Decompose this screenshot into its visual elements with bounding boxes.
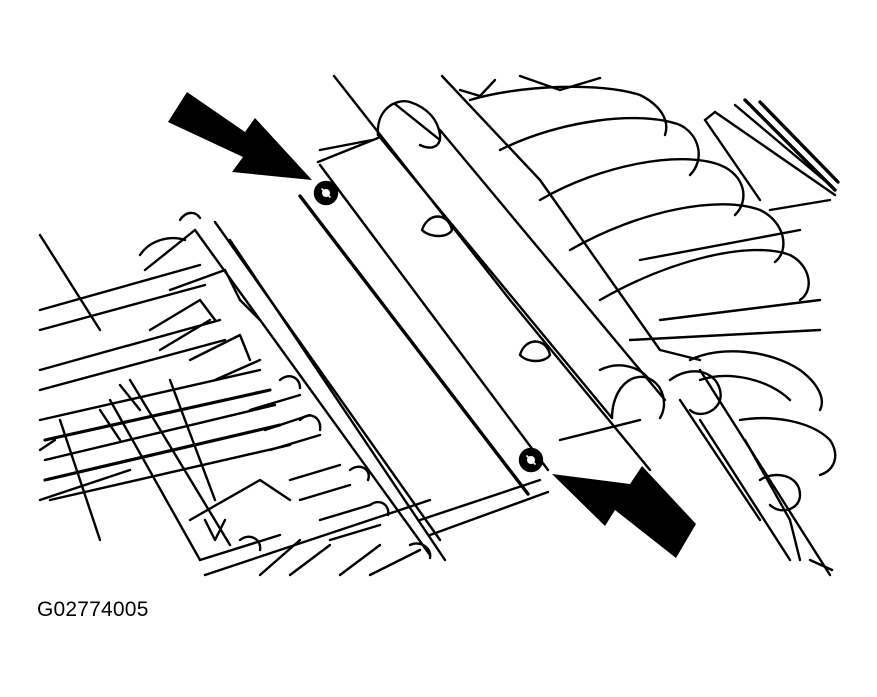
valve-cover-assembly <box>38 211 447 577</box>
figure-id-label: G02774005 <box>37 598 149 621</box>
lower-bolt <box>518 447 544 473</box>
intake-manifold <box>332 74 840 577</box>
cover-plate <box>298 100 667 537</box>
upper-bolt <box>313 180 339 206</box>
arrow-upper-fastener <box>168 92 312 180</box>
callout-arrows <box>168 92 696 558</box>
arrow-lower-fastener <box>552 466 696 558</box>
